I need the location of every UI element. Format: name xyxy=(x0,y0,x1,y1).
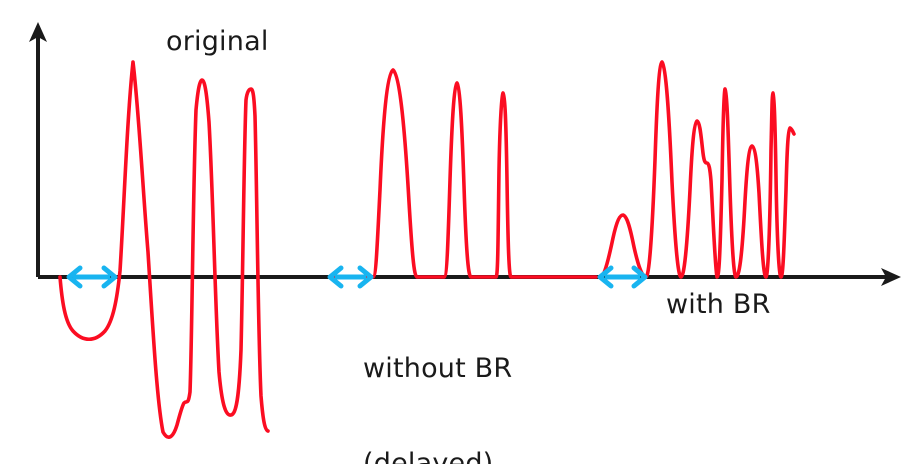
span-arrow-without-br-left-head-icon xyxy=(327,265,344,289)
span-arrow-original-left-head-icon xyxy=(66,265,83,289)
span-arrow-without-br-right-head-icon xyxy=(357,265,374,289)
label-with-br: with BR xyxy=(666,289,771,320)
label-without-br: without BR (delayed) xyxy=(363,289,512,464)
label-without-br-line1: without BR xyxy=(363,352,513,384)
signal-curve-original xyxy=(58,60,270,439)
span-arrow-with-br-left-head-icon xyxy=(597,265,614,289)
y-axis xyxy=(29,22,47,277)
signal-curve-without-br xyxy=(328,68,598,279)
signal-curve-with-br xyxy=(598,60,796,279)
span-arrow-with-br xyxy=(597,265,648,289)
label-without-br-line2: (delayed) xyxy=(363,448,494,464)
x-axis xyxy=(38,268,901,286)
span-arrow-without-br xyxy=(327,265,374,289)
y-axis-arrow-icon xyxy=(29,22,47,42)
span-arrow-original-right-head-icon xyxy=(101,265,118,289)
x-axis-arrow-icon xyxy=(881,268,901,286)
label-original: original xyxy=(166,26,269,57)
span-arrow-original xyxy=(66,265,118,289)
span-arrow-with-br-right-head-icon xyxy=(631,265,648,289)
